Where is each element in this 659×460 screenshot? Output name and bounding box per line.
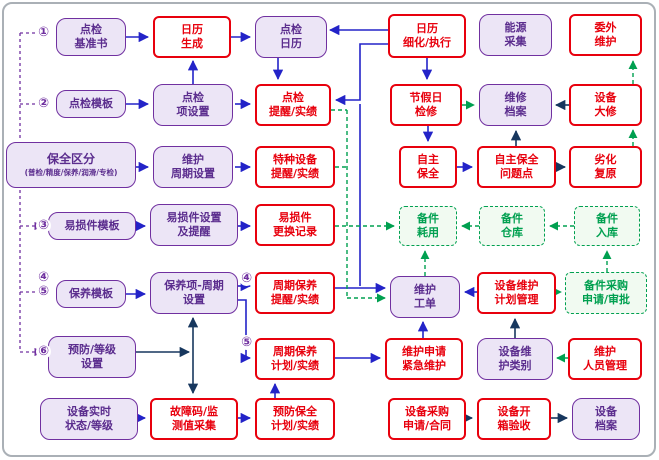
classification-subtitle: (普检/精度/保养/润滑/专检): [24, 168, 118, 178]
node-spare-parts-warehouse: 备件 仓库: [479, 206, 545, 246]
node-calendar-generation: 日历 生成: [153, 16, 231, 58]
node-inspection-calendar: 点检 日历: [255, 16, 327, 58]
node-degradation-restoration: 劣化 复原: [569, 146, 642, 188]
node-equipment-purchase-request: 设备采购 申请/合同: [388, 398, 466, 440]
node-spare-parts-inbound: 备件 入库: [574, 206, 640, 246]
step-badge-4-mid: ④: [239, 271, 254, 286]
node-autonomous-maintenance: 自主 保全: [399, 146, 457, 188]
node-autonomous-maintenance-issues: 自主保全 问题点: [477, 146, 556, 188]
node-holiday-overhaul: 节假日 检修: [390, 84, 462, 126]
node-equipment-overhaul: 设备 大修: [569, 84, 642, 126]
node-upkeep-template: 保养模板: [56, 280, 126, 308]
node-inspection-reminder-results: 点检 提醒/实绩: [255, 84, 331, 126]
node-wear-parts-replacement-record: 易损件 更换记录: [255, 204, 335, 246]
step-badge-1: ①: [36, 25, 51, 40]
node-maintenance-request-urgent: 维护申请 紧急维护: [385, 338, 463, 380]
node-fault-code-monitoring: 故障码/监 测值采集: [150, 398, 238, 440]
node-calendar-refine-execute: 日历 细化/执行: [388, 14, 466, 58]
node-energy-collection: 能源 采集: [479, 14, 552, 56]
node-spare-parts-purchase-request: 备件采购 申请/审批: [565, 272, 647, 314]
node-spare-parts-consumption: 备件 耗用: [399, 206, 457, 246]
node-prevention-level-setting: 预防/等级 设置: [48, 336, 136, 378]
step-badge-2: ②: [36, 96, 51, 111]
node-equipment-unboxing-acceptance: 设备开 箱验收: [477, 398, 551, 440]
node-periodic-upkeep-plan: 周期保养 计划/实绩: [255, 338, 335, 380]
node-maintenance-work-order: 维护 工单: [390, 276, 460, 318]
step-badge-6: ⑥: [36, 344, 51, 359]
classification-title: 保全区分: [46, 151, 95, 166]
step-badge-5-mid: ⑤: [239, 335, 254, 350]
node-equipment-maintenance-category: 设备维 护类别: [477, 338, 553, 380]
node-inspection-item-setting: 点检 项设置: [153, 84, 233, 126]
node-maintenance-archive: 维修 档案: [479, 84, 552, 126]
node-preventive-maintenance-plan: 预防保全 计划/实绩: [255, 398, 335, 440]
step-badge-5: ⑤: [36, 284, 51, 299]
node-equipment-maintenance-plan-mgmt: 设备维护 计划管理: [477, 272, 556, 314]
node-equipment-archive: 设备 档案: [572, 398, 640, 440]
node-maintenance-cycle-setting: 维护 周期设置: [153, 146, 233, 188]
node-upkeep-item-cycle-setting: 保养项-周期 设置: [150, 272, 238, 314]
step-badge-3: ③: [36, 218, 51, 233]
node-outsourced-maintenance: 委外 维护: [569, 14, 642, 56]
node-wear-parts-setting-reminder: 易损件设置 及提醒: [150, 204, 238, 246]
node-periodic-upkeep-reminder: 周期保养 提醒/实绩: [255, 272, 335, 314]
node-inspection-template: 点检模板: [56, 90, 126, 118]
node-wear-parts-template: 易损件模板: [48, 212, 136, 240]
node-maintenance-staff-mgmt: 维护 人员管理: [568, 338, 642, 380]
node-special-equipment-reminder: 特种设备 提醒/实绩: [255, 146, 335, 188]
node-maintenance-classification: 保全区分 (普检/精度/保养/润滑/专检): [6, 142, 136, 188]
node-equipment-realtime-status: 设备实时 状态/等级: [40, 398, 138, 440]
step-badge-4: ④: [36, 270, 51, 285]
node-inspection-standard-book: 点检 基准书: [56, 18, 126, 56]
